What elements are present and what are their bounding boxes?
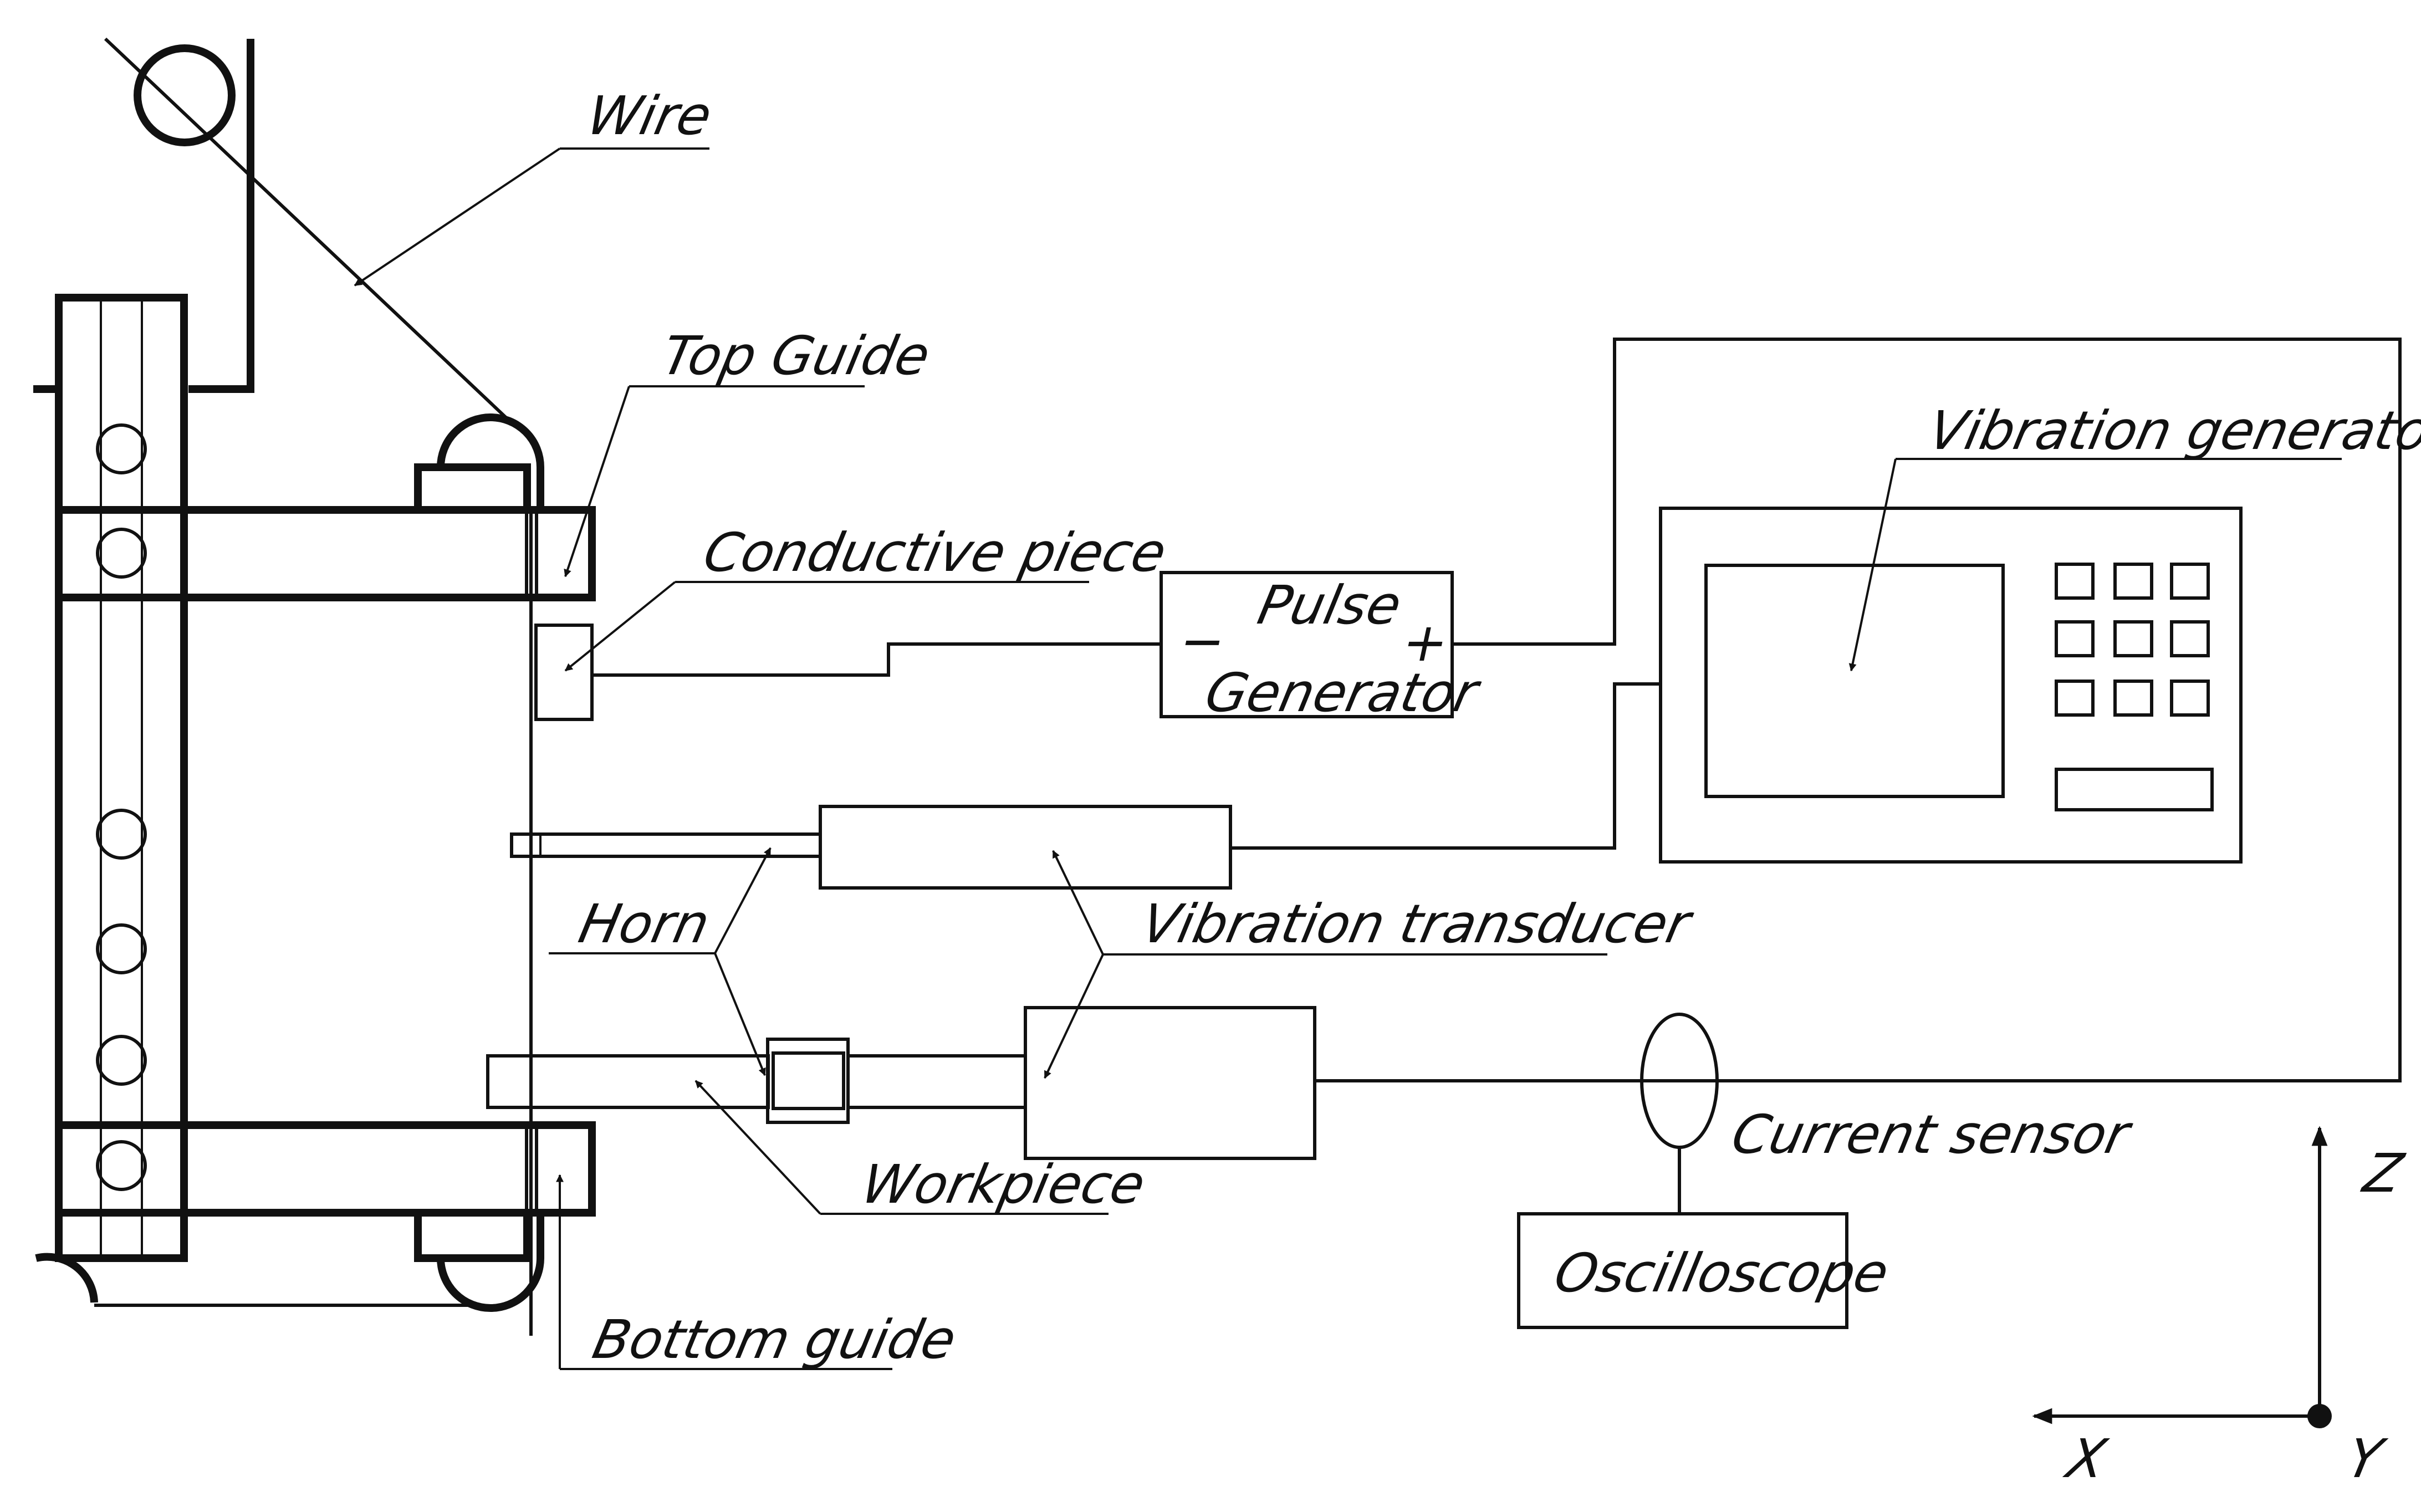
wire [104,37,533,1336]
conductive-piece [534,624,594,721]
bottom-guide-label: Bottom guide [588,1309,962,1371]
z-axis-label: Z [2357,1142,2409,1204]
y-axis-label: Y [2342,1428,2391,1490]
vibration-transducer-label: Vibration transducer [1136,893,1699,955]
generator-label: Generator [1200,662,1486,724]
vibration-generator-label: Vibration generator [1923,400,2421,462]
wire-to-pulse-negative [592,642,1161,677]
vibration-generator [1659,507,2243,864]
x-axis-label: X [2059,1428,2113,1490]
pulse-label: Pulse [1253,574,1407,636]
pulse-to-loop-wire [1314,338,2402,1082]
y-axis-origin-dot [2307,1404,2332,1428]
pulley-arm [188,39,254,393]
vibration-generator-to-transducer-wire [1230,682,1661,850]
workpiece-label: Workpiece [856,1153,1151,1215]
oscilloscope-label: Oscilloscope [1549,1242,1894,1304]
top-arm [55,506,596,601]
conductive-piece-label: Conductive piece [698,522,1172,584]
current-sensor-label: Current sensor [1727,1104,2138,1166]
oscilloscope: Oscilloscope [1517,1212,1894,1329]
wire-pulley [134,44,236,146]
upper-vibration-transducer [510,805,1232,890]
vibration-generator-slot [2055,768,2214,811]
horn-label: Horn [574,893,715,955]
coordinate-axes: Z X Y [2032,1126,2409,1490]
annotations: Wire Top Guide Conductive piece Vibratio… [354,85,2421,1371]
vibration-generator-screen [1704,564,2005,798]
lower-vibration-transducer [486,1006,1316,1160]
pulse-generator: Pulse Generator − + [1160,571,1486,724]
bottom-arm [55,1121,596,1217]
vertical-column [55,294,188,1262]
wire-label: Wire [582,85,717,147]
machine-frame [33,39,596,1312]
top-guide-label: Top Guide [657,325,936,387]
